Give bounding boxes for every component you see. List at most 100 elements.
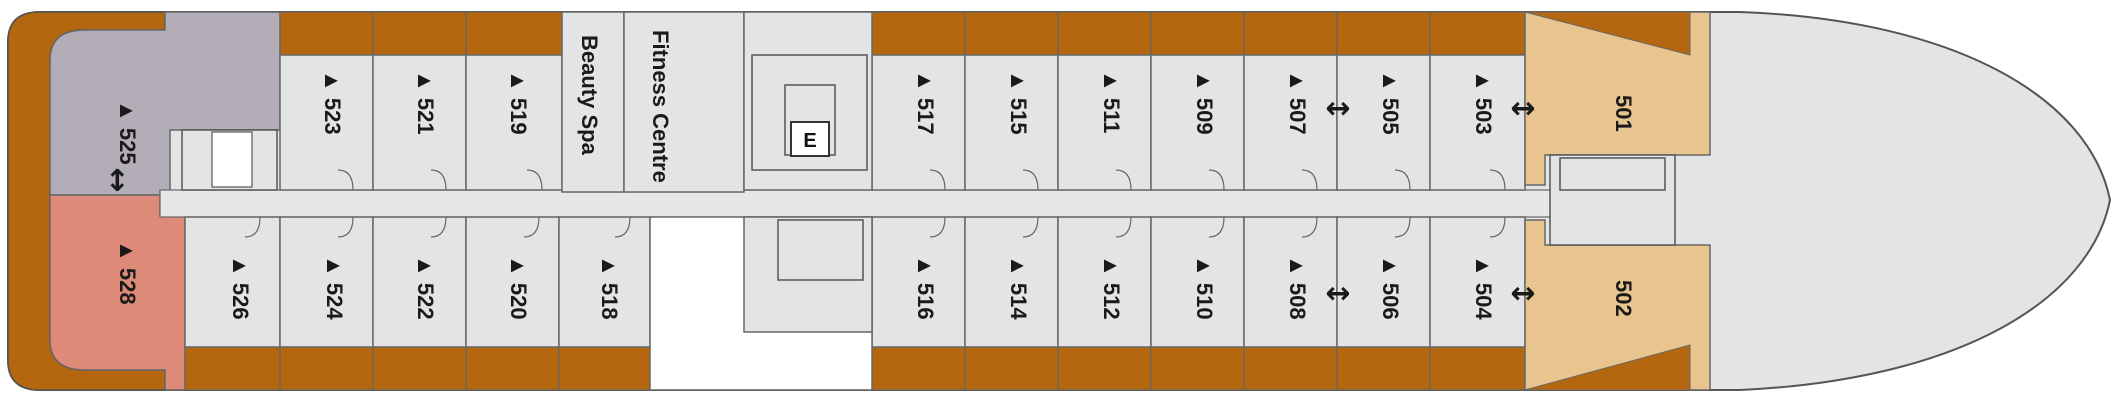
cabin-label-518: ▲ 518 bbox=[597, 255, 622, 320]
door-514 bbox=[1022, 216, 1039, 238]
cabin-506-area[interactable] bbox=[1336, 216, 1431, 348]
cabin-label-501: 501 bbox=[1611, 95, 1636, 132]
door-517 bbox=[929, 169, 946, 191]
door-509 bbox=[1208, 169, 1225, 191]
aft-staircase bbox=[181, 129, 278, 191]
cabin-label-528: ▲ 528 bbox=[115, 240, 140, 305]
cabin-514-area[interactable] bbox=[964, 216, 1059, 348]
elevator[interactable]: E bbox=[790, 121, 830, 157]
fitness-centre-label: Fitness Centre bbox=[648, 30, 673, 183]
cabin-521-area[interactable] bbox=[372, 54, 467, 191]
beauty-spa-label: Beauty Spa bbox=[577, 35, 602, 156]
cabin-517-area[interactable] bbox=[871, 54, 966, 191]
balcony-518 bbox=[558, 346, 651, 391]
balcony-512 bbox=[1057, 346, 1152, 391]
balcony-504 bbox=[1429, 346, 1526, 391]
cabin-509-area[interactable] bbox=[1150, 54, 1245, 191]
cabin-label-515: ▲ 515 bbox=[1006, 70, 1031, 135]
cabin-512-area[interactable] bbox=[1057, 216, 1152, 348]
balcony-509 bbox=[1150, 11, 1245, 56]
suite-501-area[interactable] bbox=[1524, 11, 1711, 186]
cabin-520-area[interactable] bbox=[465, 216, 560, 348]
cabin-label-512: ▲ 512 bbox=[1099, 255, 1124, 320]
connecting-cabins-icon: ↔ bbox=[1325, 276, 1350, 311]
cabin-label-510: ▲ 510 bbox=[1192, 255, 1217, 320]
door-504 bbox=[1489, 216, 1506, 238]
balcony-508 bbox=[1243, 346, 1338, 391]
cabin-label-516: ▲ 516 bbox=[913, 255, 938, 320]
door-522 bbox=[430, 216, 447, 238]
cabin-label-503: ▲ 503 bbox=[1471, 70, 1496, 135]
cabin-516-area[interactable] bbox=[871, 216, 966, 348]
cabin-519-area[interactable] bbox=[465, 54, 563, 191]
cabin-label-502: 502 bbox=[1611, 280, 1636, 317]
door-515 bbox=[1022, 169, 1039, 191]
cabin-523-area[interactable] bbox=[279, 54, 374, 191]
door-505 bbox=[1394, 169, 1411, 191]
elevator-box bbox=[790, 121, 830, 157]
door-508 bbox=[1301, 216, 1318, 238]
balcony-514 bbox=[964, 346, 1059, 391]
balcony-516 bbox=[871, 346, 966, 391]
cabin-524-area[interactable] bbox=[279, 216, 374, 348]
cabin-label-526: ▲ 526 bbox=[228, 255, 253, 320]
balcony-526 bbox=[184, 346, 281, 391]
cabin-label-524: ▲ 524 bbox=[322, 255, 347, 320]
cabin-508-area[interactable] bbox=[1243, 216, 1338, 348]
elevator-label: E bbox=[803, 130, 816, 152]
cabin-label-520: ▲ 520 bbox=[506, 255, 531, 320]
fitness-centre-area[interactable] bbox=[623, 11, 745, 193]
balcony-505 bbox=[1336, 11, 1431, 56]
door-524 bbox=[337, 216, 354, 238]
cabin-503-area[interactable] bbox=[1429, 54, 1526, 191]
balcony-523 bbox=[279, 11, 374, 56]
cabin-522-area[interactable] bbox=[372, 216, 467, 348]
cabin-label-509: ▲ 509 bbox=[1192, 70, 1217, 135]
cabin-505-area[interactable] bbox=[1336, 54, 1431, 191]
cabin-label-505: ▲ 505 bbox=[1378, 70, 1403, 135]
cabin-label-514: ▲ 514 bbox=[1006, 255, 1031, 320]
balcony-519 bbox=[465, 11, 563, 56]
balcony-517 bbox=[871, 11, 966, 56]
suite-502-balcony bbox=[1524, 344, 1691, 391]
cabin-label-508: ▲ 508 bbox=[1285, 255, 1310, 320]
suite-501-balcony bbox=[1524, 11, 1691, 56]
balcony-520 bbox=[465, 346, 560, 391]
door-523 bbox=[337, 169, 354, 191]
door-521 bbox=[430, 169, 447, 191]
door-511 bbox=[1115, 169, 1132, 191]
connecting-cabins-icon: ↔ bbox=[1510, 276, 1535, 311]
balcony-522 bbox=[372, 346, 467, 391]
cabin-label-523: ▲ 523 bbox=[320, 70, 345, 135]
balcony-524 bbox=[279, 346, 374, 391]
cabin-526-area[interactable] bbox=[184, 216, 281, 348]
cabin-507-area[interactable] bbox=[1243, 54, 1338, 191]
cabin-515-area[interactable] bbox=[964, 54, 1059, 191]
cabin-label-521: ▲ 521 bbox=[413, 70, 438, 135]
cabin-label-525: ▲ 525 bbox=[115, 100, 140, 165]
cabin-label-504: ▲ 504 bbox=[1471, 255, 1496, 320]
door-520 bbox=[523, 216, 540, 238]
balcony-515 bbox=[964, 11, 1059, 56]
connecting-cabins-icon: ↔ bbox=[1510, 91, 1535, 126]
balcony-521 bbox=[372, 11, 467, 56]
balcony-506 bbox=[1336, 346, 1431, 391]
balcony-503 bbox=[1429, 11, 1526, 56]
door-518 bbox=[614, 216, 631, 238]
connecting-cabins-icon: ↔ bbox=[1325, 91, 1350, 126]
door-507 bbox=[1301, 169, 1318, 191]
cabin-label-519: ▲ 519 bbox=[506, 70, 531, 135]
door-526 bbox=[244, 216, 261, 238]
cabin-label-507: ▲ 507 bbox=[1285, 70, 1310, 135]
cabin-label-511: ▲ 511 bbox=[1099, 70, 1124, 133]
beauty-spa-area[interactable] bbox=[561, 11, 625, 193]
door-510 bbox=[1208, 216, 1225, 238]
door-503 bbox=[1489, 169, 1506, 191]
cabin-511-area[interactable] bbox=[1057, 54, 1152, 191]
balcony-510 bbox=[1150, 346, 1245, 391]
cabin-510-area[interactable] bbox=[1150, 216, 1245, 348]
cabin-label-522: ▲ 522 bbox=[413, 255, 438, 320]
cabin-label-517: ▲ 517 bbox=[913, 70, 938, 135]
cabin-label-506: ▲ 506 bbox=[1378, 255, 1403, 320]
